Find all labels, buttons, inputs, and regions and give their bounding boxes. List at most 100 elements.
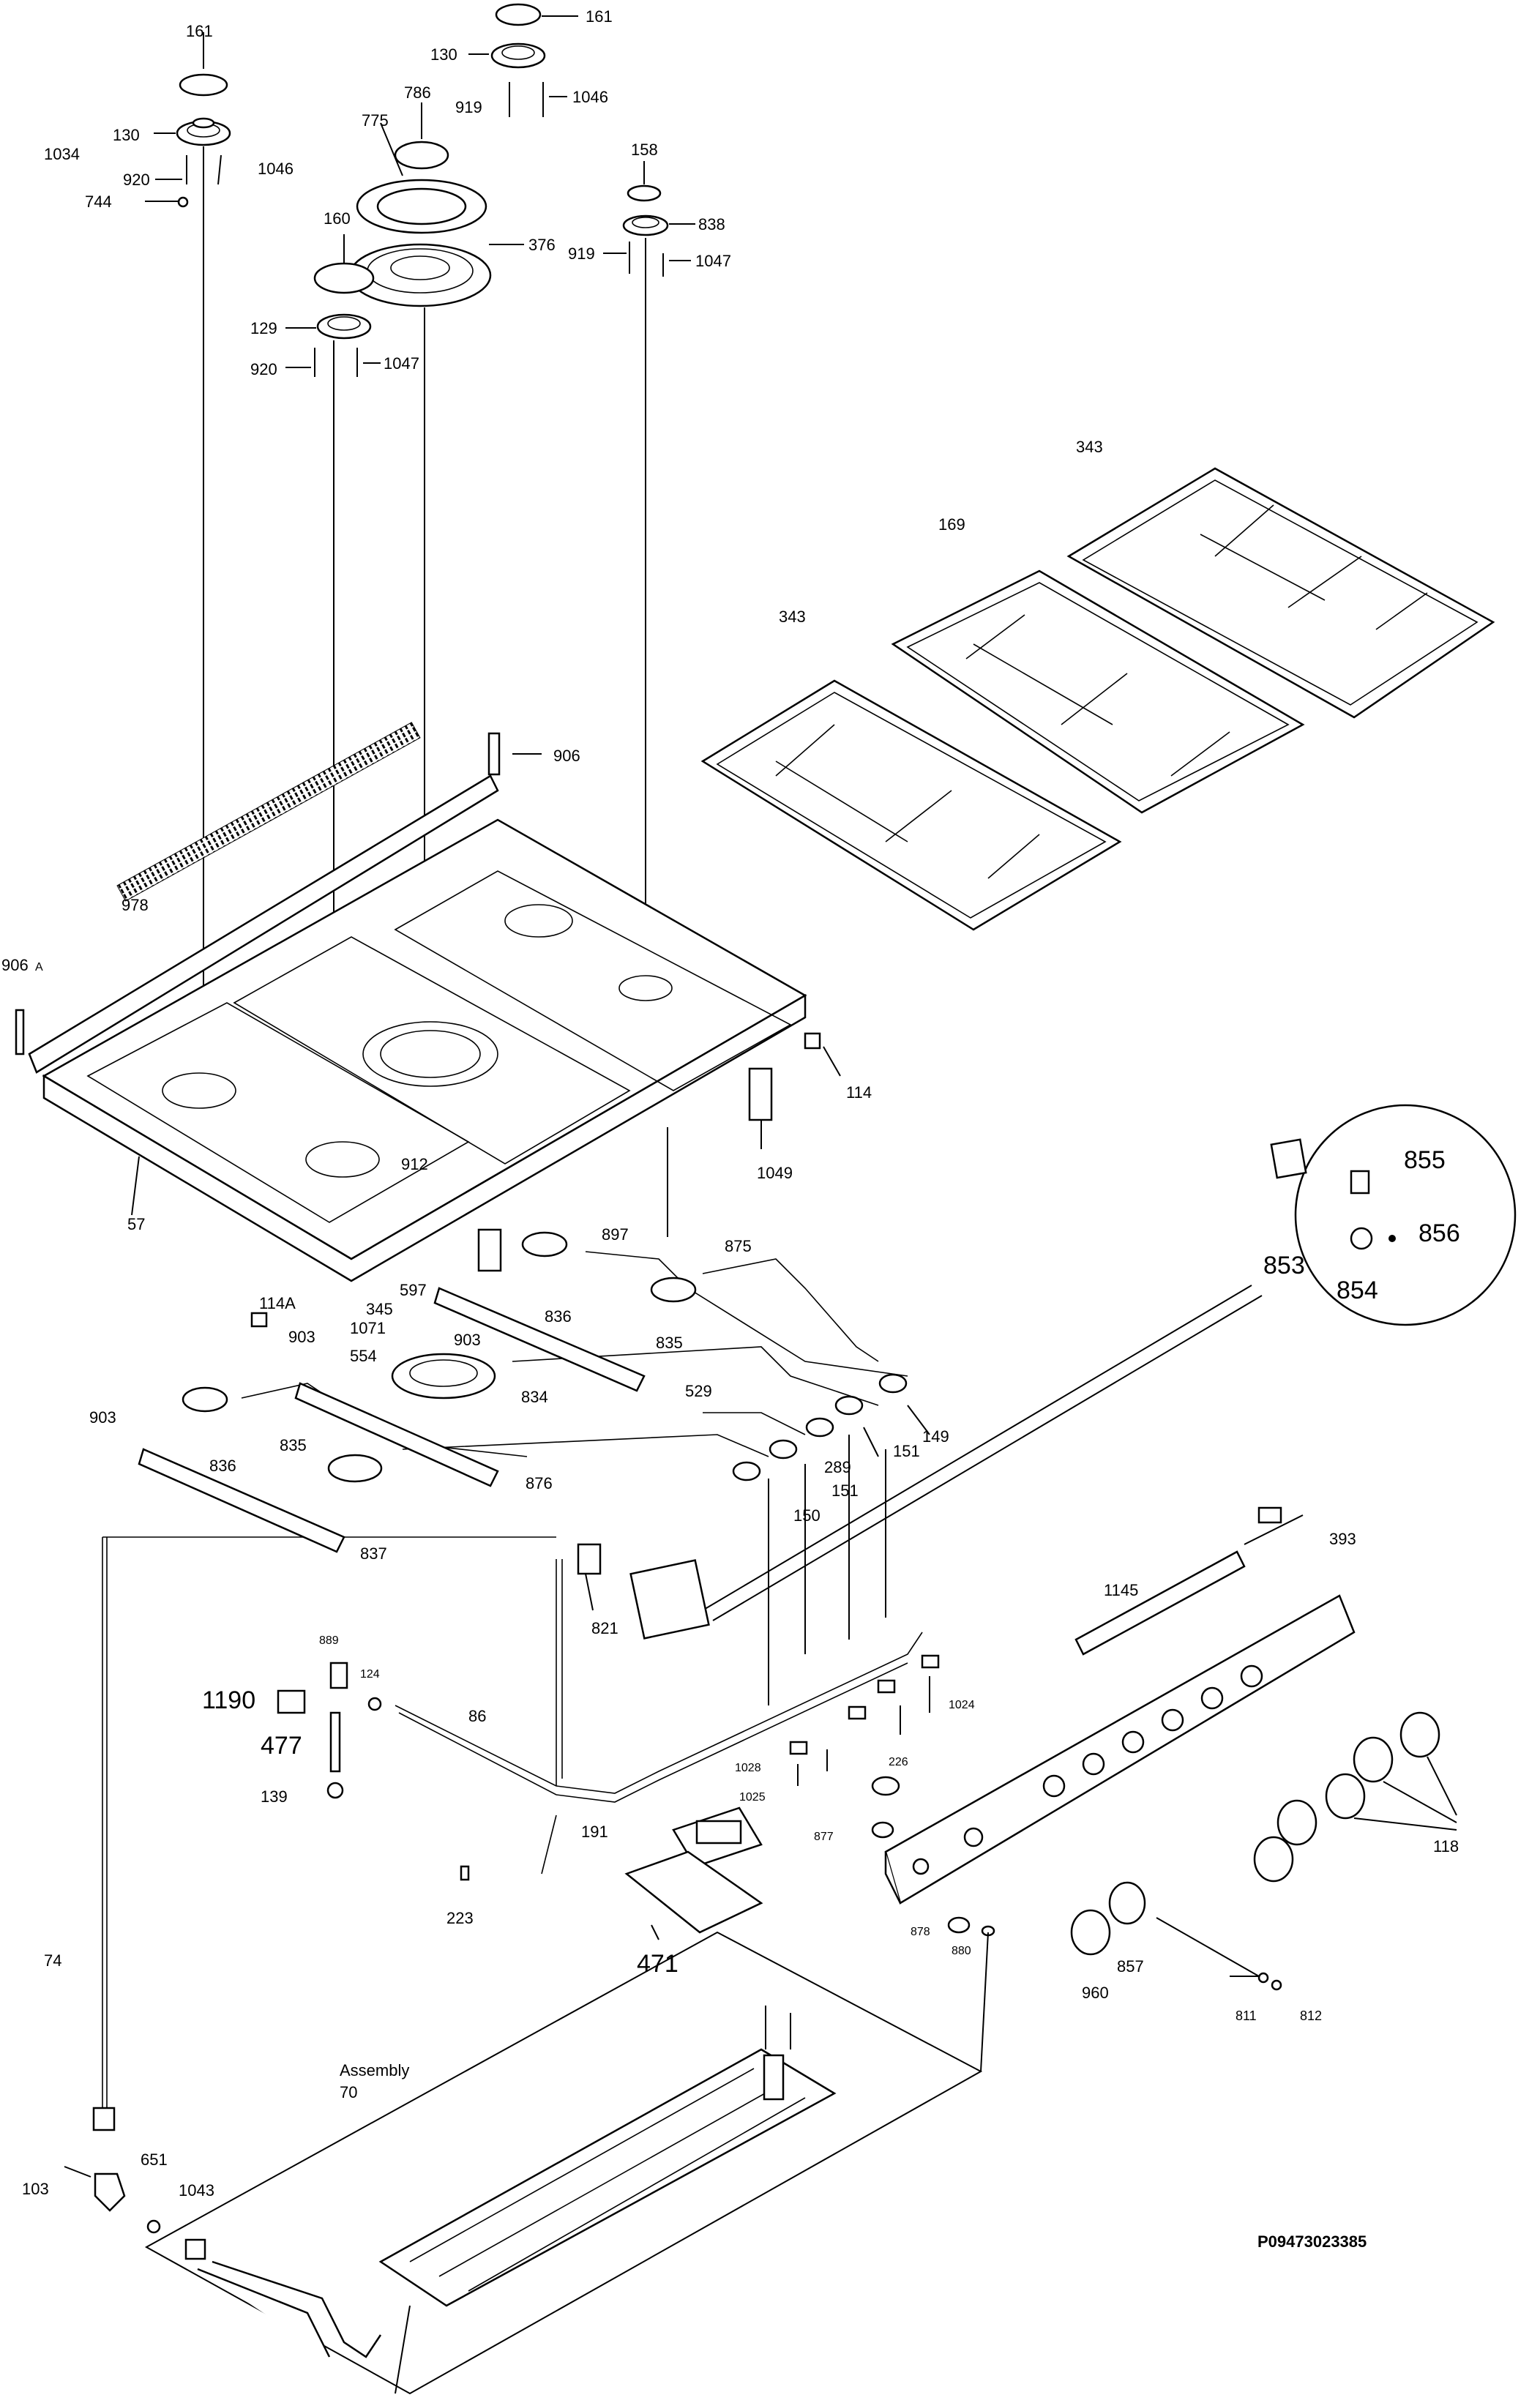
- label-1025: 1025: [739, 1791, 766, 1804]
- label-345: 345: [366, 1300, 393, 1318]
- ignition-switch-block: [1074, 1506, 1304, 1656]
- label-130-top: 130: [430, 45, 457, 64]
- label-835: 835: [656, 1334, 683, 1352]
- label-139: 139: [261, 1787, 288, 1806]
- label-744: 744: [85, 193, 112, 211]
- label-393: 393: [1329, 1530, 1356, 1548]
- label-471: 471: [637, 1950, 679, 1978]
- label-1047: 1047: [384, 354, 419, 373]
- label-906-a: 906: [1, 956, 29, 974]
- label-1034: 1034: [44, 145, 80, 163]
- insulation-plate-471: [624, 1850, 763, 1940]
- rear-trim-strip: [15, 732, 542, 1074]
- label-775: 775: [362, 111, 389, 130]
- label-906: 906: [553, 747, 580, 765]
- label-834: 834: [521, 1388, 548, 1406]
- label-161-top: 161: [586, 7, 613, 26]
- assembly-caption: Assembly: [340, 2061, 409, 2079]
- label-920-b: 920: [250, 360, 277, 378]
- label-880: 880: [952, 1945, 971, 1957]
- label-960: 960: [1082, 1984, 1109, 2002]
- label-103: 103: [22, 2180, 49, 2198]
- label-477: 477: [261, 1732, 302, 1760]
- label-151-b: 151: [831, 1481, 859, 1500]
- label-906-a-suffix: A: [35, 961, 43, 973]
- label-836: 836: [545, 1307, 572, 1326]
- label-161: 161: [186, 22, 213, 40]
- label-857: 857: [1117, 1957, 1144, 1976]
- label-226: 226: [889, 1756, 908, 1768]
- heat-shields: [138, 1228, 646, 1553]
- label-889: 889: [319, 1634, 339, 1647]
- label-1190: 1190: [202, 1686, 255, 1714]
- label-114: 114: [846, 1083, 872, 1102]
- label-150: 150: [793, 1506, 821, 1525]
- label-529: 529: [685, 1382, 712, 1400]
- part-labels: 161 130 1034 920 744 1046 161 130 919 10…: [1, 7, 1460, 2251]
- label-74: 74: [44, 1951, 61, 1970]
- label-835-b: 835: [280, 1436, 307, 1454]
- leader-57: [131, 1156, 140, 1216]
- burner-wok: [348, 102, 524, 1076]
- label-1049: 1049: [757, 1164, 793, 1182]
- label-160: 160: [324, 209, 351, 228]
- pan-support-center: [891, 569, 1305, 814]
- label-837: 837: [360, 1544, 387, 1563]
- label-836-b: 836: [209, 1457, 236, 1475]
- label-919-b: 919: [568, 244, 595, 263]
- label-1028: 1028: [735, 1762, 761, 1774]
- detail-inset-thermostat: [702, 1104, 1517, 1621]
- label-289: 289: [824, 1458, 851, 1476]
- label-57: 57: [127, 1215, 145, 1233]
- label-978: 978: [122, 896, 149, 914]
- label-597: 597: [400, 1281, 427, 1299]
- label-129: 129: [250, 319, 277, 337]
- burner-auxiliary-top: [468, 3, 578, 117]
- label-158: 158: [631, 141, 658, 159]
- label-877: 877: [814, 1831, 834, 1843]
- screw-811: [1156, 1917, 1282, 1991]
- label-130: 130: [113, 126, 140, 144]
- burner-small-right: [603, 161, 695, 981]
- label-86: 86: [468, 1707, 486, 1725]
- oven-elbow-fitting: [64, 2107, 161, 2234]
- label-118: 118: [1433, 1837, 1459, 1855]
- spark-generator-small: [871, 1776, 995, 1937]
- label-903-b: 903: [454, 1331, 481, 1349]
- label-912: 912: [401, 1155, 428, 1173]
- label-878: 878: [911, 1926, 930, 1938]
- label-855: 855: [1404, 1146, 1446, 1174]
- gas-supply-hose: [277, 1559, 923, 1881]
- label-919: 919: [455, 98, 482, 116]
- label-786: 786: [404, 83, 431, 102]
- label-223: 223: [446, 1909, 474, 1927]
- pan-support-left: [700, 679, 1122, 931]
- bracket-114: [804, 1032, 841, 1077]
- clips-group: [789, 1654, 940, 1786]
- diagram-reference-code: P09473023385: [1257, 2232, 1367, 2251]
- label-1071: 1071: [350, 1319, 386, 1337]
- label-853: 853: [1263, 1252, 1305, 1279]
- gas-tubes: [102, 1251, 908, 2108]
- label-1046: 1046: [258, 160, 294, 178]
- label-151: 151: [893, 1442, 920, 1460]
- label-875: 875: [725, 1237, 752, 1255]
- oven-burner-assembly: [144, 1931, 989, 2395]
- gas-valves-row: [732, 1373, 930, 1705]
- label-854: 854: [1337, 1277, 1378, 1304]
- label-149: 149: [922, 1427, 949, 1446]
- label-903: 903: [288, 1328, 315, 1346]
- label-169: 169: [938, 515, 965, 534]
- label-1046-top: 1046: [572, 88, 608, 106]
- label-343: 343: [1076, 438, 1103, 456]
- label-903-c: 903: [89, 1408, 116, 1427]
- label-897: 897: [602, 1225, 629, 1244]
- label-1047-b: 1047: [695, 252, 731, 270]
- label-191: 191: [581, 1823, 608, 1841]
- control-panel: [884, 1594, 1356, 1905]
- label-554: 554: [350, 1347, 377, 1365]
- label-821: 821: [591, 1619, 618, 1637]
- label-876: 876: [526, 1474, 553, 1492]
- pan-support-right: [1066, 467, 1495, 719]
